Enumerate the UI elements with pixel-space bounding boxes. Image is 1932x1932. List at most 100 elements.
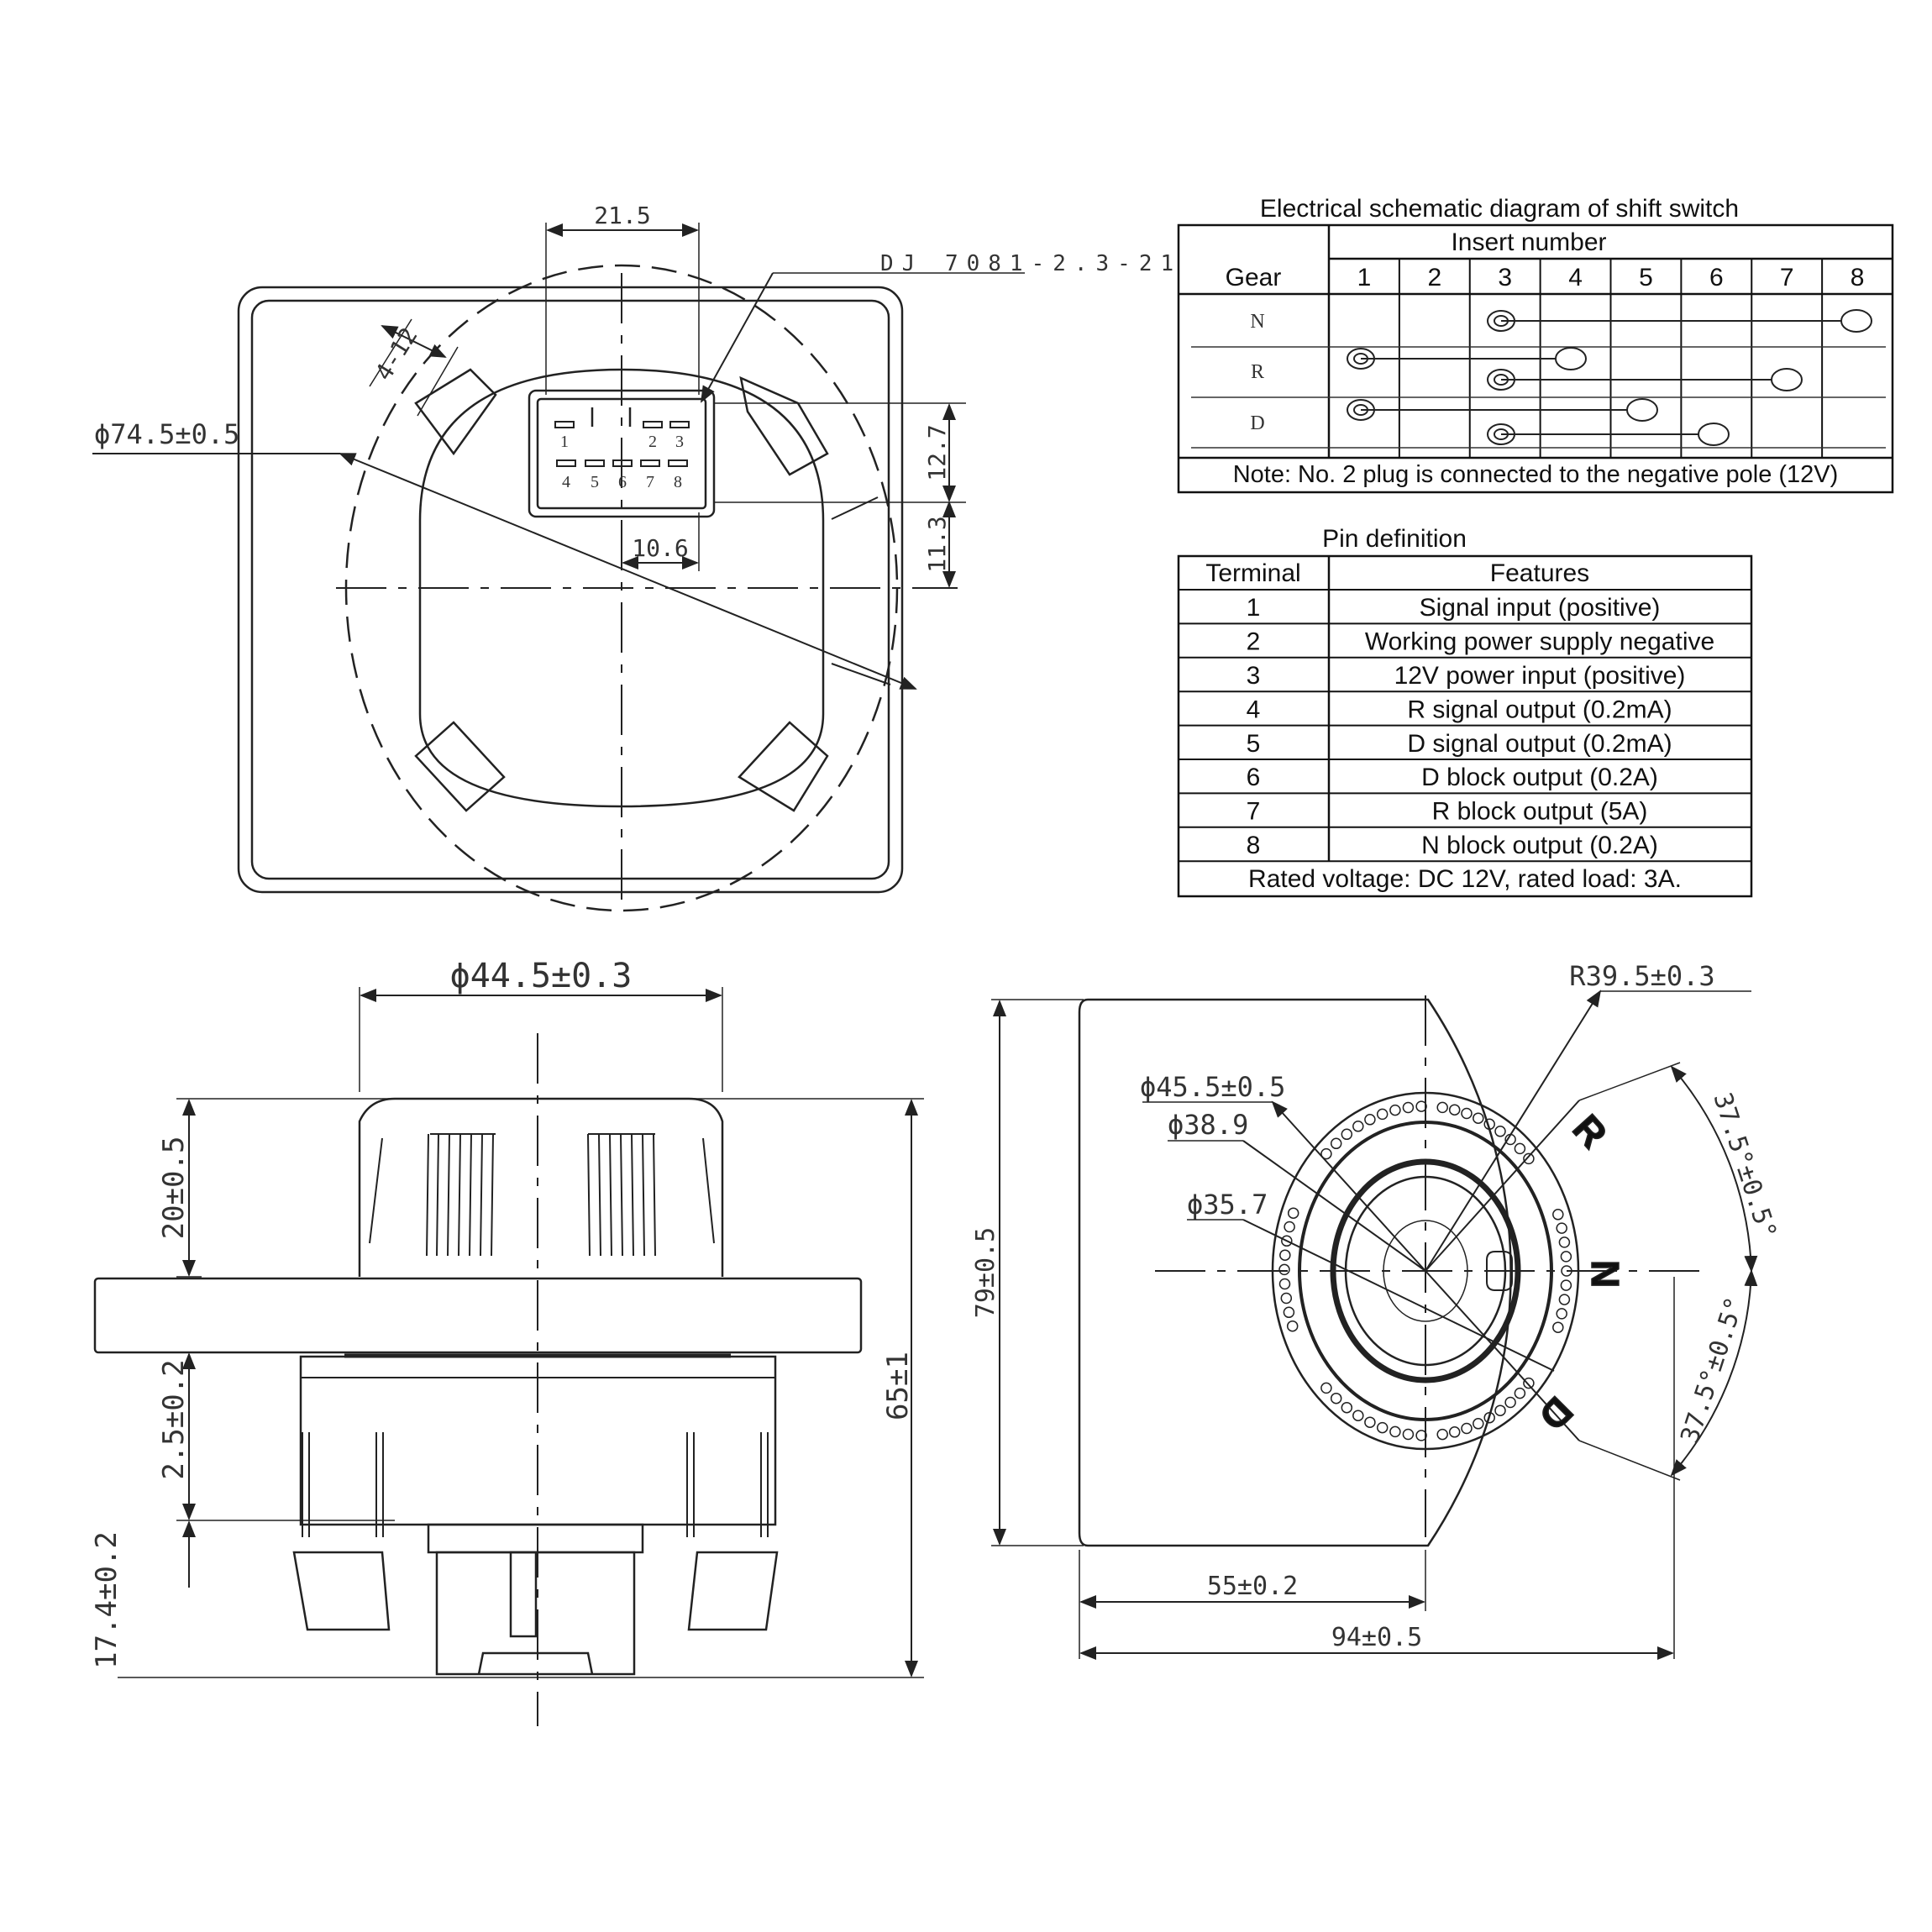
detent-bead [1389, 1104, 1401, 1116]
gear-header: Gear [1226, 264, 1282, 291]
detent-bead [1389, 1425, 1401, 1438]
knob-ribs-right [587, 1133, 656, 1257]
detent-bead [1364, 1114, 1376, 1126]
dim-angle-bottom-text: 37.5°±0.5° [1675, 1294, 1750, 1447]
side-view [93, 987, 924, 1726]
feature-cell: N block output (0.2A) [1421, 832, 1658, 859]
d1-leader [1271, 1100, 1426, 1272]
pin-label-8: 8 [674, 473, 682, 491]
gear-connections [1347, 309, 1872, 446]
insert-number-1: 1 [1357, 264, 1372, 291]
foot-left [292, 1551, 391, 1631]
gear-r-ray [1425, 1100, 1580, 1272]
detent-bead [1279, 1249, 1291, 1261]
insert-column-lines [1398, 259, 1824, 458]
detent-bead [1494, 1126, 1506, 1137]
detent-bead [1415, 1430, 1427, 1441]
detent-bead [1473, 1112, 1484, 1124]
feature-cell: Signal input (positive) [1420, 594, 1661, 622]
detent-bead [1280, 1292, 1293, 1305]
dim-w2-text: 94±0.5 [1331, 1623, 1422, 1652]
dim-offset-h-text: 10.6 [632, 534, 688, 562]
dim-top-text: 20±0.5 [157, 1137, 191, 1240]
insert-number-4: 4 [1568, 264, 1583, 291]
contact-d-3 [1487, 423, 1515, 445]
detent-bead [1558, 1294, 1571, 1305]
detent-bead [1402, 1101, 1415, 1114]
terminal-cell: 4 [1247, 696, 1261, 723]
pin-definition-title: Pin definition [1322, 525, 1467, 553]
detent-bead [1287, 1207, 1299, 1219]
detent-bead [1552, 1321, 1564, 1333]
side-view-labels: ϕ44.5±0.3 20±0.5 2.5±0.2 17.4±0.2 65±1 [90, 957, 915, 1669]
connector-pin [509, 1551, 538, 1638]
dim-angle-top-text: 37.5°±0.5° [1707, 1089, 1782, 1243]
pin-label-4: 4 [562, 473, 570, 491]
gear-row-lines [1191, 346, 1886, 449]
table-row: 8 N block output (0.2A) [1247, 832, 1658, 859]
detent-bead [1436, 1428, 1448, 1441]
detent-bead [1286, 1320, 1299, 1332]
dim-d3-text: ϕ35.7 [1187, 1189, 1268, 1221]
pin-slot-3 [669, 421, 690, 428]
gear-d-ray [1425, 1270, 1580, 1441]
detent-bead [1523, 1152, 1535, 1165]
foot-right [687, 1551, 779, 1631]
terminal-cell: 8 [1247, 832, 1261, 859]
pin-slot-5 [585, 459, 605, 467]
pin-slot-2 [643, 421, 663, 428]
schematic-title: Electrical schematic diagram of shift sw… [1260, 195, 1739, 223]
top-view-labels: 21.5 DJ 7081-2.3-21 ϕ74.5±0.5 4-12 12.7 … [94, 202, 1173, 573]
top-view [92, 223, 1025, 912]
top-view-inner-frame [250, 299, 890, 880]
detent-beads [1278, 1100, 1572, 1441]
pin-slot-7 [640, 459, 660, 467]
clip-bottom-left [414, 721, 506, 812]
contact-n-8 [1840, 309, 1872, 333]
feature-cell: R block output (5A) [1432, 798, 1648, 826]
feature-cell: D block output (0.2A) [1421, 764, 1658, 791]
dim-bottom-text: 17.4±0.2 [90, 1531, 123, 1669]
dim-mid-text: 2.5±0.2 [157, 1359, 191, 1479]
pin-slot-4 [556, 459, 576, 467]
feature-cell: D signal output (0.2mA) [1407, 730, 1672, 758]
detent-bead [1560, 1251, 1572, 1263]
clip-top-right [739, 375, 829, 476]
pin-label-5: 5 [591, 473, 599, 491]
dim-side-diameter-text: ϕ44.5±0.3 [450, 957, 633, 995]
front-view [991, 990, 1758, 1660]
detent-bead [1514, 1387, 1526, 1399]
angle-arc-top [1670, 1065, 1758, 1273]
terminal-cell: 6 [1247, 764, 1261, 791]
schematic-frame [1177, 223, 1894, 494]
contact-d-1 [1347, 399, 1375, 421]
col-features-header: Features [1490, 559, 1589, 587]
dim-w1-text: 55±0.2 [1207, 1572, 1298, 1601]
detent-bead [1364, 1416, 1376, 1428]
insert-number-2: 2 [1427, 264, 1441, 291]
detent-bead [1461, 1107, 1473, 1120]
detent-bead [1352, 1410, 1364, 1421]
dim-width-text: 21.5 [594, 202, 650, 229]
detent-bead [1483, 1118, 1495, 1131]
top-view-outer-frame [237, 286, 904, 894]
pin-table-row-lines [1179, 589, 1751, 863]
insert-number-6: 6 [1709, 264, 1724, 291]
gear-r-label: R [1565, 1106, 1616, 1156]
pin-label-2: 2 [648, 433, 657, 451]
detent-bead [1284, 1221, 1295, 1233]
gear-label-d: D [1250, 412, 1264, 434]
contact-r-1 [1347, 348, 1375, 370]
contact-r-7 [1771, 368, 1803, 391]
detent-bead [1448, 1426, 1461, 1438]
detent-bead [1494, 1404, 1506, 1416]
pin-slot-8 [668, 459, 688, 467]
front-body-outline [1078, 998, 1512, 1547]
angle-ext-top [1578, 1062, 1681, 1101]
detent-bead [1473, 1418, 1484, 1430]
col-terminal-header: Terminal [1205, 559, 1300, 587]
dim-d1-text: ϕ45.5±0.5 [1140, 1071, 1285, 1103]
